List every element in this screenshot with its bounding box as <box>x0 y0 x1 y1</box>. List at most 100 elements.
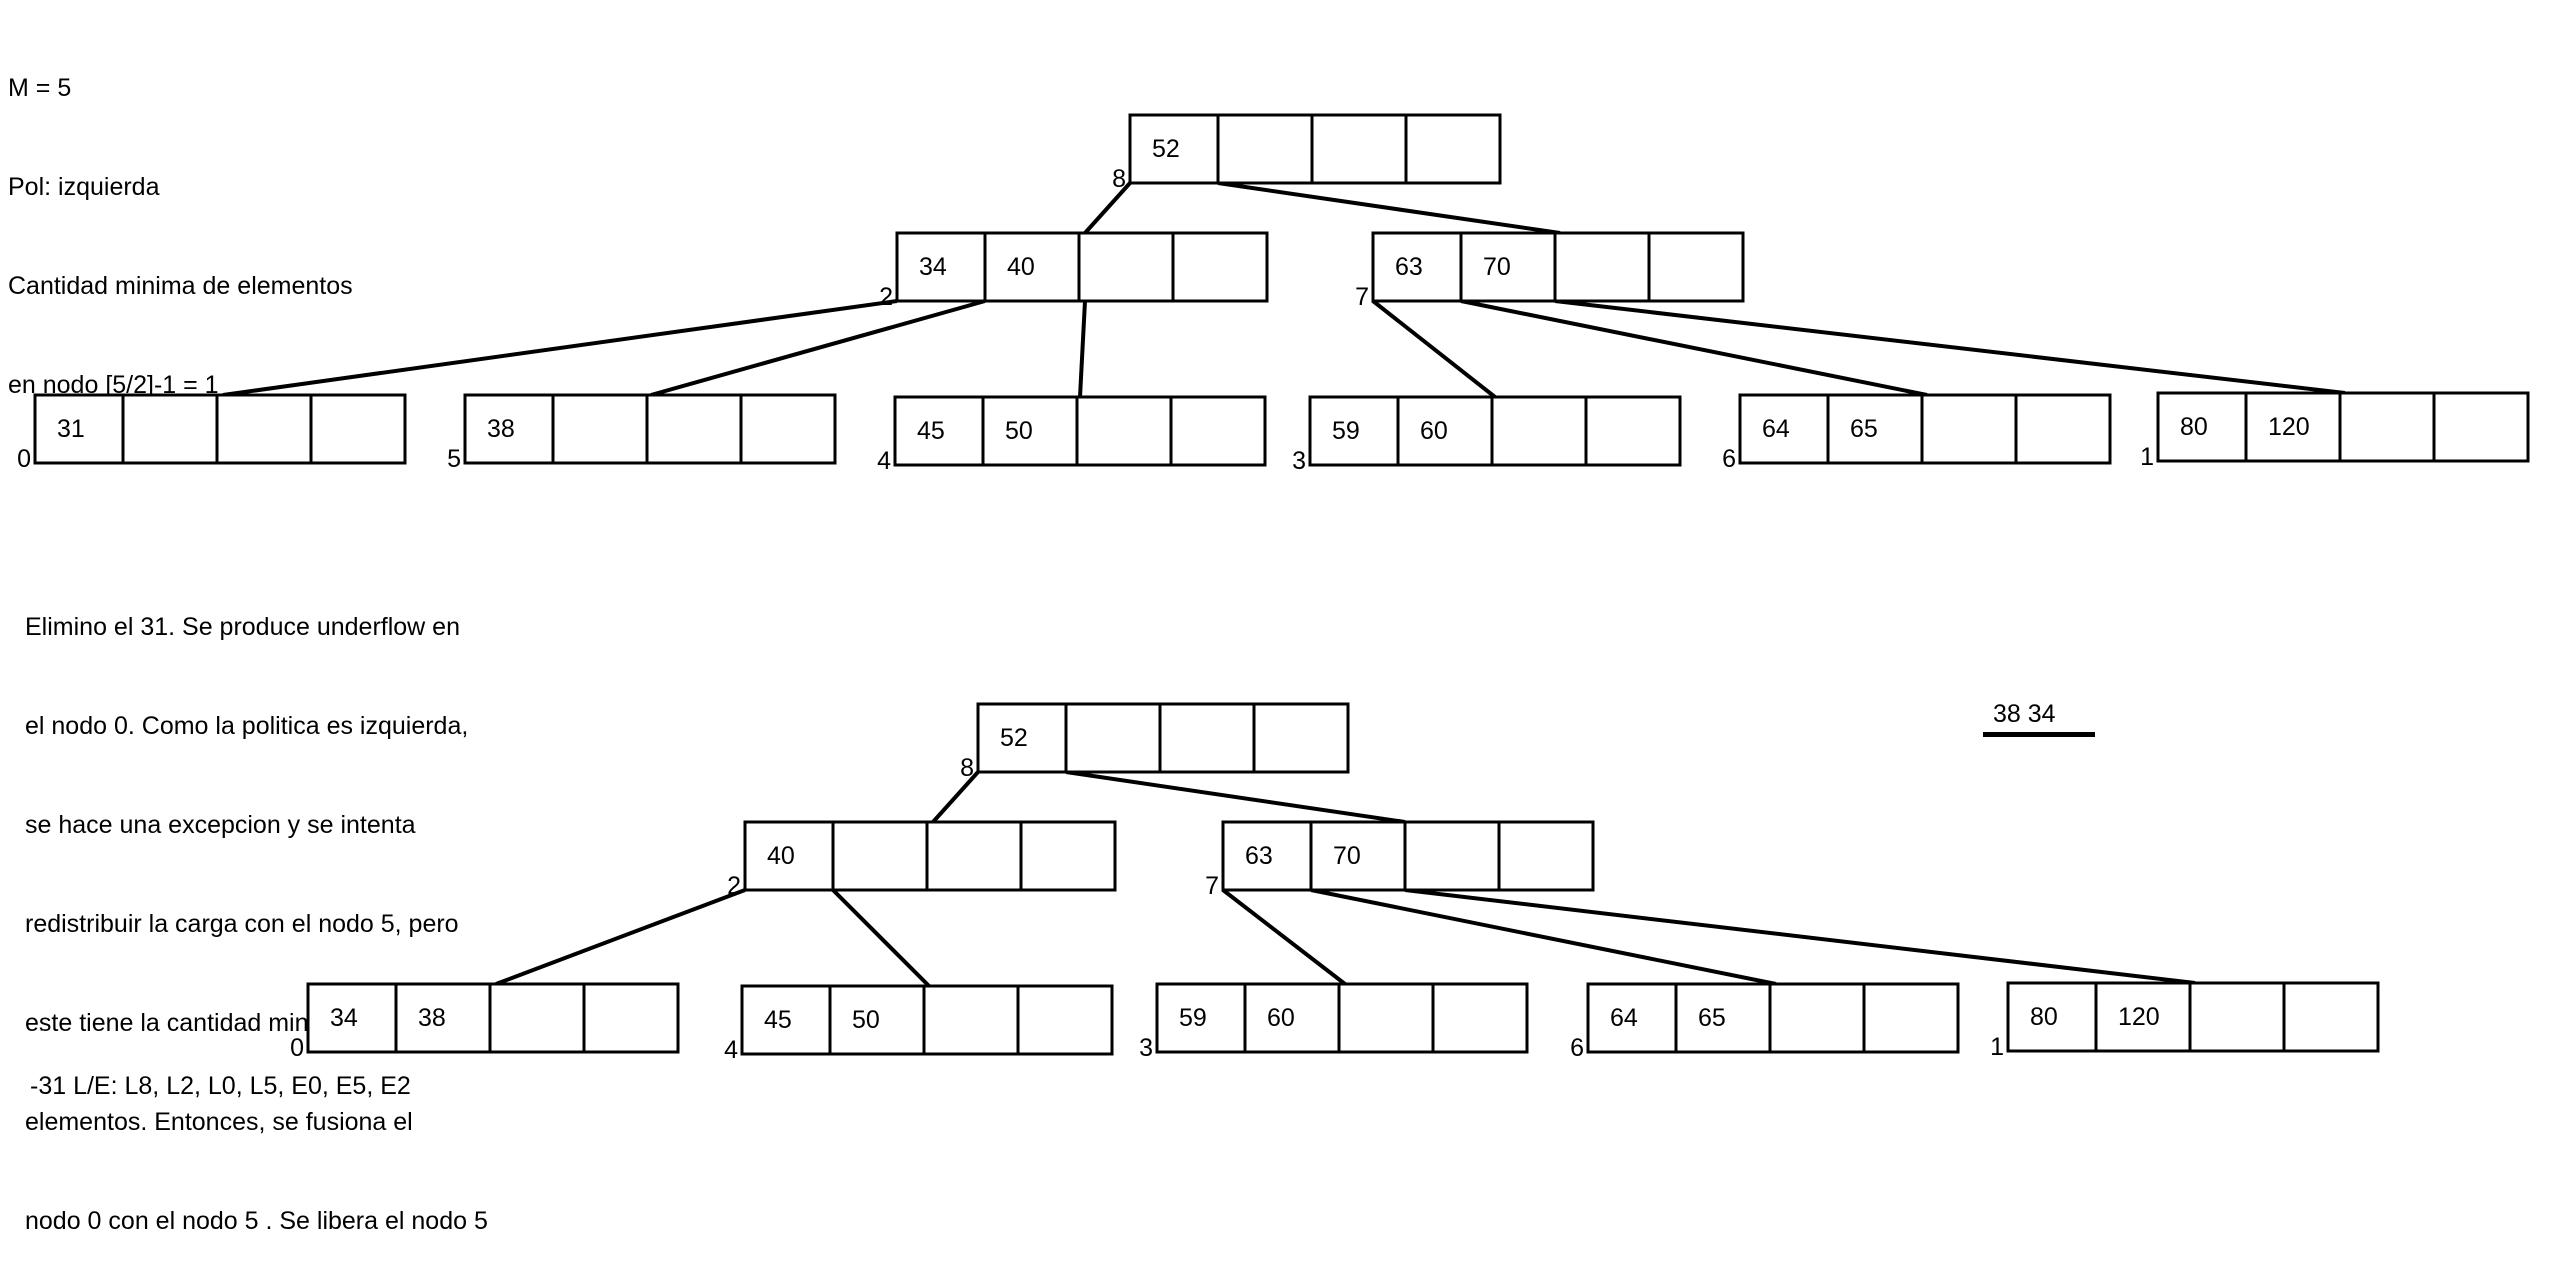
btree-node: 52 8 <box>1112 113 1502 193</box>
btree-node: 385 <box>447 393 837 473</box>
node-cell <box>1221 820 1313 892</box>
tree-edge <box>1217 181 1561 235</box>
node-cell <box>1403 820 1501 892</box>
node-cell <box>983 231 1081 303</box>
explanation-line: elementos. Entonces, se fusiona el <box>25 1108 413 1136</box>
tree-edge <box>222 299 898 397</box>
node-cell <box>1490 395 1588 467</box>
node-cell <box>1128 113 1220 185</box>
node-key: 40 <box>1007 253 1035 281</box>
node-id-label: 4 <box>724 1036 738 1064</box>
node-cell <box>828 984 926 1056</box>
node-cell <box>2282 981 2380 1053</box>
node-id-label: 3 <box>1292 447 1306 475</box>
tree-edge <box>1083 181 1132 235</box>
node-id-label: 6 <box>1722 445 1736 473</box>
node-key: 59 <box>1332 417 1360 445</box>
node-key: 63 <box>1245 842 1273 870</box>
node-key: 120 <box>2118 1003 2160 1031</box>
header-notes: M = 5 Pol: izquierda Cantidad minima de … <box>8 6 353 435</box>
node-cell <box>922 984 1020 1056</box>
node-id-label: 8 <box>1112 165 1126 193</box>
node-cell <box>1216 113 1314 185</box>
node-cell <box>739 393 837 465</box>
tree-edge <box>931 770 980 824</box>
node-cell <box>645 393 743 465</box>
node-id-label: 1 <box>1990 1033 2004 1061</box>
node-cell <box>981 395 1079 467</box>
node-key: 40 <box>767 842 795 870</box>
node-cell <box>2244 391 2342 463</box>
node-cell <box>1310 113 1408 185</box>
node-cell <box>1738 393 1830 465</box>
node-cell <box>1862 982 1960 1054</box>
tree-edge <box>1554 299 2346 395</box>
node-cell <box>976 702 1068 774</box>
tree-edge <box>1404 888 2196 985</box>
side-note: 38 34 <box>1993 700 2056 728</box>
node-cell <box>1064 702 1162 774</box>
node-key: 65 <box>1698 1004 1726 1032</box>
tree-edge <box>1310 888 1777 986</box>
node-key: 31 <box>57 415 85 443</box>
node-cell <box>1077 231 1175 303</box>
node-cell <box>309 393 407 465</box>
node-id-label: 7 <box>1355 283 1369 311</box>
node-key: 70 <box>1333 842 1361 870</box>
node-cell <box>2188 981 2286 1053</box>
node-key: 65 <box>1850 415 1878 443</box>
btree-node: 31 0 <box>17 393 407 473</box>
node-cell <box>1404 113 1502 185</box>
node-cell <box>893 395 985 467</box>
node-cell <box>2094 981 2192 1053</box>
header-line: Cantidad minima de elementos <box>8 272 353 300</box>
tree-edge <box>1460 299 1928 397</box>
node-cell <box>743 820 835 892</box>
tree-edge <box>1371 299 1497 399</box>
node-cell <box>1647 231 1745 303</box>
node-key: 64 <box>1610 1004 1638 1032</box>
node-id-label: 1 <box>2140 443 2154 471</box>
node-cell <box>488 982 586 1054</box>
explanation-line: nodo 0 con el nodo 5 . Se libera el nodo… <box>25 1207 488 1235</box>
node-id-label: 2 <box>727 872 741 900</box>
node-id-label: 0 <box>17 445 31 473</box>
node-cell <box>1584 395 1682 467</box>
node-key: 59 <box>1179 1004 1207 1032</box>
footer-log: -31 L/E: L8, L2, L0, L5, E0, E5, E2 <box>30 1072 411 1100</box>
explanation-line: Elimino el 31. Se produce underflow en <box>25 613 460 641</box>
node-cell <box>1553 231 1651 303</box>
node-key: 38 <box>487 415 515 443</box>
node-cell <box>2432 391 2530 463</box>
btree-node: 40 2 <box>727 820 1117 900</box>
tree-edge <box>831 888 931 988</box>
node-id-label: 4 <box>877 447 891 475</box>
btree-node: 528 <box>960 702 1350 782</box>
node-key: 34 <box>919 253 947 281</box>
node-key: 45 <box>764 1006 792 1034</box>
explanation-line: se hace una excepcion y se intenta <box>25 811 416 839</box>
side-note-underline <box>1983 732 2095 737</box>
node-key: 52 <box>1152 135 1180 163</box>
tree-edge <box>650 299 986 397</box>
header-line: M = 5 <box>8 74 72 102</box>
node-key: 34 <box>330 1004 358 1032</box>
node-key: 52 <box>1000 724 1028 752</box>
stray-mark: - <box>40 1021 45 1037</box>
node-cell <box>582 982 680 1054</box>
node-cell <box>925 820 1023 892</box>
node-cell <box>831 820 929 892</box>
node-cell <box>2156 391 2248 463</box>
explanation-line: redistribuir la carga con el nodo 5, per… <box>25 910 459 938</box>
node-cell <box>1920 393 2018 465</box>
node-cell <box>1308 395 1400 467</box>
